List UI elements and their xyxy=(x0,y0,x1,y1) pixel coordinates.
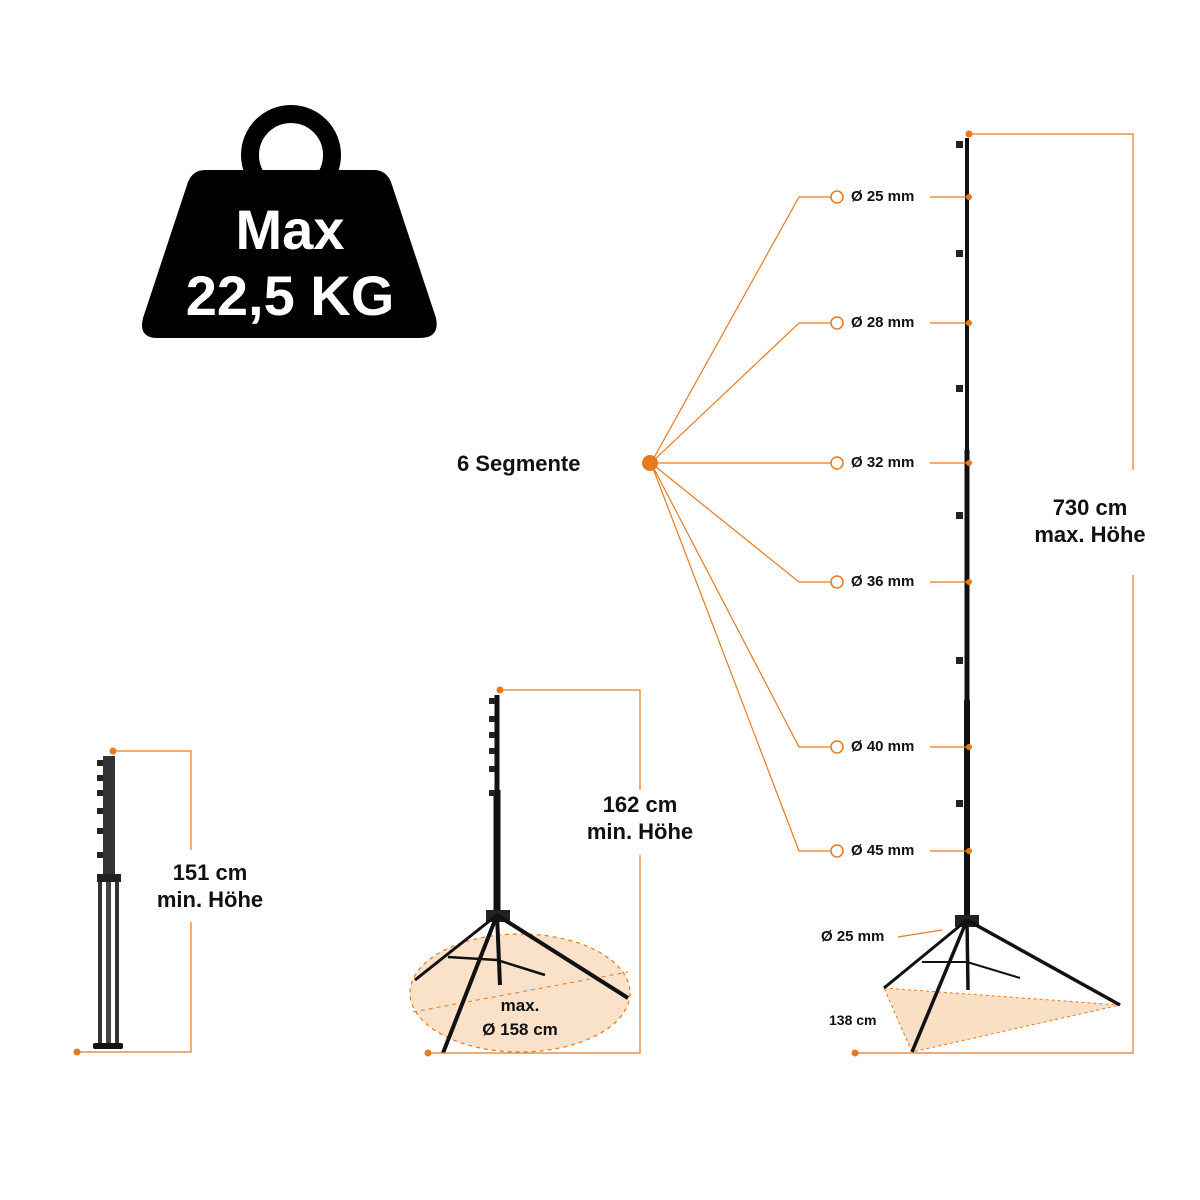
segment-tick-3 xyxy=(966,460,972,466)
folded-height-caption: min. Höhe xyxy=(156,887,264,912)
min-height-value: 162 cm xyxy=(602,792,678,817)
weight-icon xyxy=(142,105,437,338)
folded-top-marker xyxy=(109,747,117,755)
weight-badge-text: Max 22,5 KG xyxy=(140,197,440,329)
min-top-marker xyxy=(496,686,504,694)
segment-tick-1 xyxy=(966,194,972,200)
segment-tick-5 xyxy=(966,744,972,750)
min-height-dimension xyxy=(428,689,641,1054)
segment-marker-6 xyxy=(830,844,844,858)
segment-marker-1 xyxy=(830,190,844,204)
folded-height-value: 151 cm xyxy=(172,860,248,885)
min-height-caption: min. Höhe xyxy=(586,819,694,844)
segment-marker-2 xyxy=(830,316,844,330)
segments-label: 6 Segmente xyxy=(457,451,581,476)
max-height-caption: max. Höhe xyxy=(1034,522,1146,547)
max-top-marker xyxy=(965,130,973,138)
weight-max-label: Max xyxy=(235,198,345,261)
max-base-triangle xyxy=(883,987,1121,1053)
max-height-dimension xyxy=(855,133,1134,1054)
segment-diameter-3: Ø 32 mm xyxy=(851,454,915,471)
max-height-label: 730 cm max. Höhe xyxy=(1010,494,1170,548)
folded-bottom-marker xyxy=(73,1048,81,1056)
segment-tick-6 xyxy=(966,848,972,854)
segment-marker-4 xyxy=(830,575,844,589)
segment-tick-4 xyxy=(966,579,972,585)
segment-diameter-2: Ø 28 mm xyxy=(851,314,915,331)
segment-hub-dot xyxy=(642,455,658,471)
weight-value-label: 22,5 KG xyxy=(185,264,395,327)
segment-markers xyxy=(830,190,972,858)
min-height-label: 162 cm min. Höhe xyxy=(565,791,715,845)
folded-height-label: 151 cm min. Höhe xyxy=(135,859,285,913)
segment-marker-5 xyxy=(830,740,844,754)
leg-diameter-leader xyxy=(897,929,943,938)
segment-tick-2 xyxy=(966,320,972,326)
footprint-line1: max. xyxy=(500,996,540,1015)
folded-height-dimension xyxy=(77,750,192,1053)
segment-marker-3 xyxy=(830,456,844,470)
min-bottom-marker xyxy=(424,1049,432,1057)
min-stand xyxy=(414,695,630,1054)
segment-diameter-4: Ø 36 mm xyxy=(851,573,915,590)
base-width-label: 138 cm xyxy=(829,1012,877,1028)
segment-diameter-5: Ø 40 mm xyxy=(851,738,915,755)
footprint-line2: Ø 158 cm xyxy=(482,1020,558,1039)
segment-diameter-6: Ø 45 mm xyxy=(851,842,915,859)
footprint-label: max. Ø 158 cm xyxy=(465,994,575,1042)
folded-stand xyxy=(93,756,123,1049)
max-stand xyxy=(883,138,1121,1053)
segment-diameter-1: Ø 25 mm xyxy=(851,188,915,205)
leg-diameter-label: Ø 25 mm xyxy=(821,928,885,945)
max-height-value: 730 cm xyxy=(1052,495,1128,520)
segment-connectors xyxy=(650,196,967,852)
max-bottom-marker xyxy=(851,1049,859,1057)
